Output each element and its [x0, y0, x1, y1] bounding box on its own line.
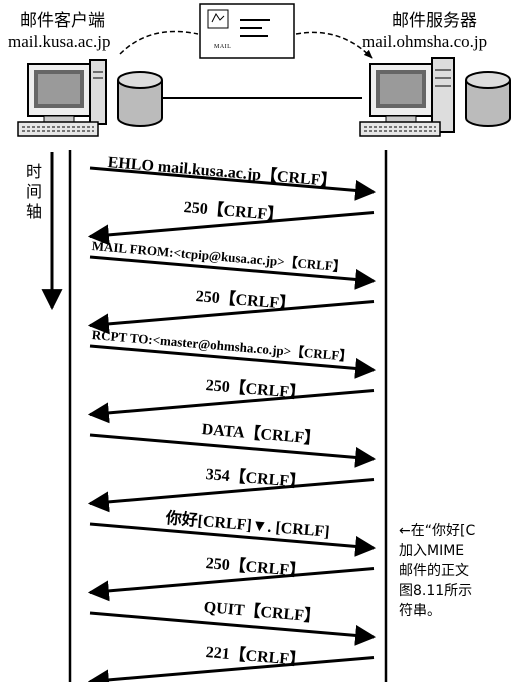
timeline-label: 时 间 轴	[26, 162, 42, 222]
annotation-note: ←在“你好[C 加入MIME 邮件的正文 图8.11所示 符串。	[399, 521, 475, 621]
client-computer-icon	[18, 60, 106, 136]
server-computer-icon	[360, 58, 454, 136]
envelope-label: MAIL	[214, 44, 231, 50]
server-title: 邮件服务器	[392, 6, 477, 31]
server-mailbox-database-icon	[466, 72, 510, 126]
client-title: 邮件客户端	[20, 6, 105, 31]
server-host: mail.ohmsha.co.jp	[362, 32, 487, 52]
client-mailbox-database-icon	[118, 72, 162, 126]
transfer-curve-arrow	[120, 32, 198, 55]
client-host: mail.kusa.ac.jp	[8, 32, 110, 52]
transfer-curve-arrow-right	[296, 32, 372, 58]
